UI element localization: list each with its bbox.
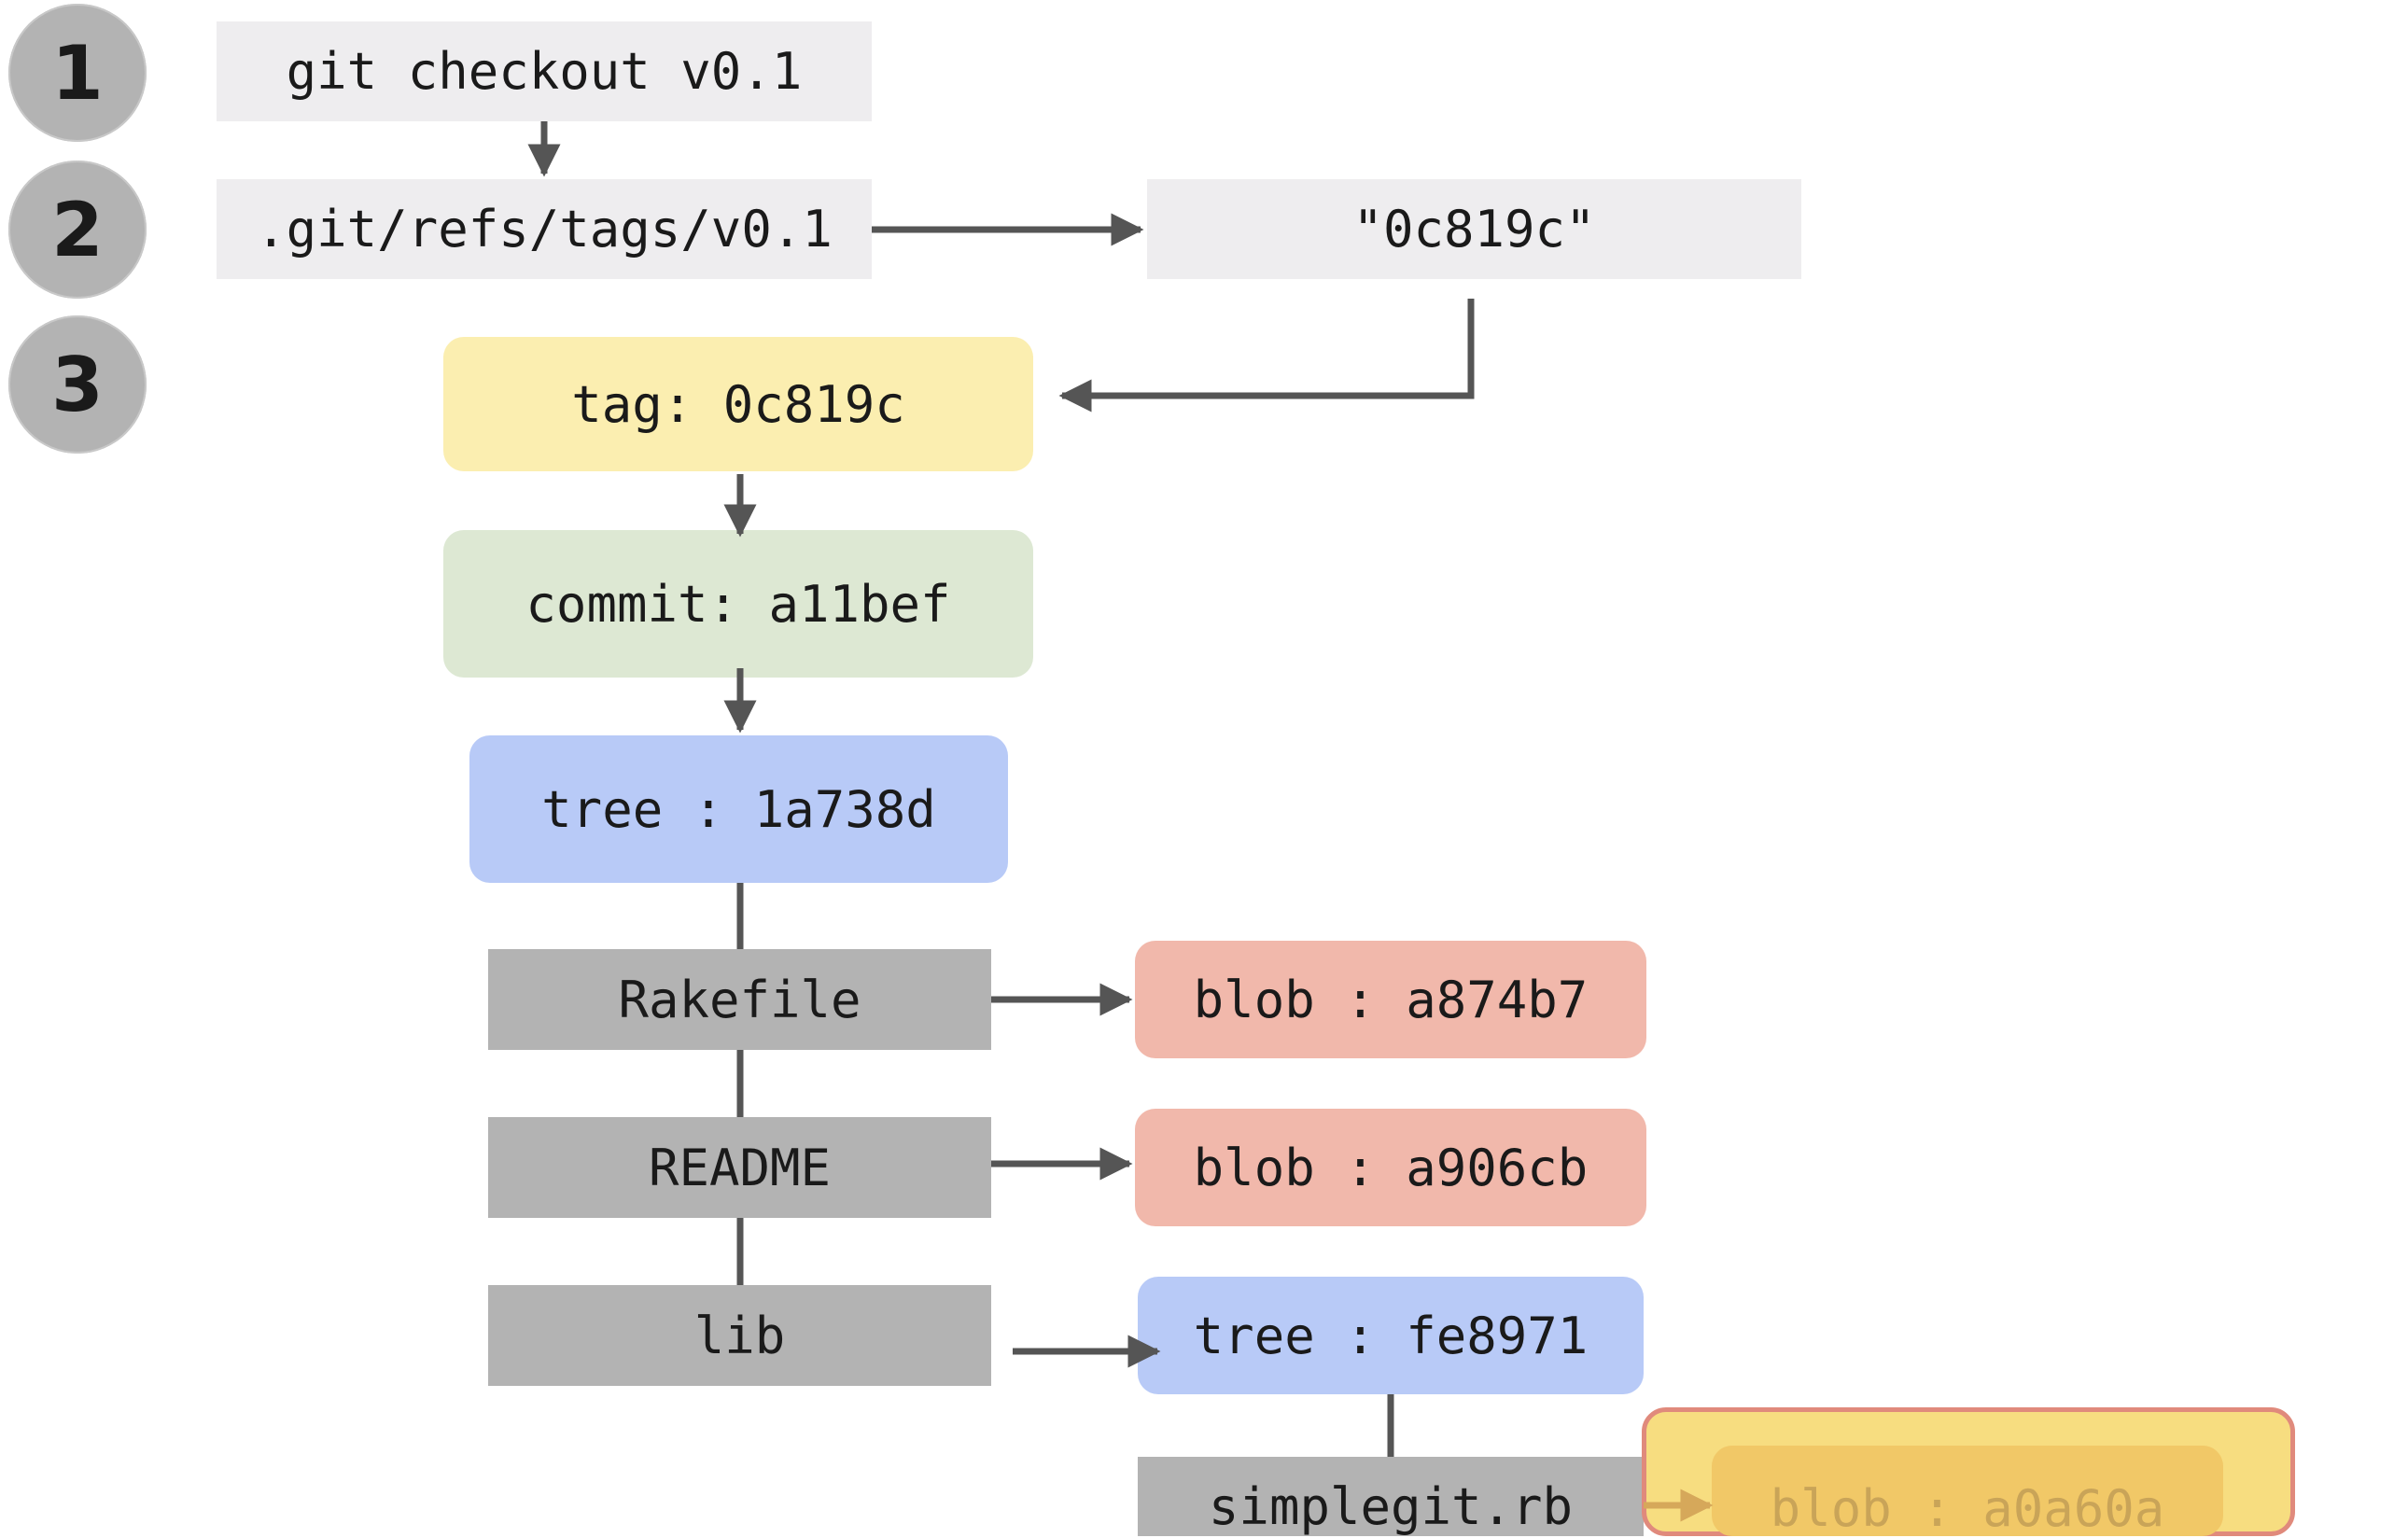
blob-simplegit-box: blob : a0a60a	[1712, 1446, 2223, 1538]
step-2-badge: 2	[8, 161, 147, 299]
step-1-badge: 1	[8, 4, 147, 142]
arrow-value-to-tag	[1058, 299, 1475, 412]
blob-rakefile-box: blob : a874b7	[1135, 941, 1646, 1058]
lib-tree-object-box: tree : fe8971	[1138, 1277, 1644, 1394]
tree-entry-rakefile: Rakefile	[488, 949, 991, 1050]
tree-entry-simplegit: simplegit.rb	[1138, 1457, 1644, 1536]
tag-ref-path-box: .git/refs/tags/v0.1	[217, 179, 872, 279]
tag-ref-value-box: "0c819c"	[1147, 179, 1801, 279]
tree-entry-readme: README	[488, 1117, 991, 1218]
tag-object-box: tag: 0c819c	[443, 337, 1033, 471]
blob-readme-box: blob : a906cb	[1135, 1109, 1646, 1226]
checkout-command-box: git checkout v0.1	[217, 21, 872, 121]
root-tree-object-box: tree : 1a738d	[469, 735, 1008, 883]
tree-entry-lib: lib	[488, 1285, 991, 1386]
commit-object-box: commit: a11bef	[443, 530, 1033, 678]
step-3-badge: 3	[8, 315, 147, 454]
